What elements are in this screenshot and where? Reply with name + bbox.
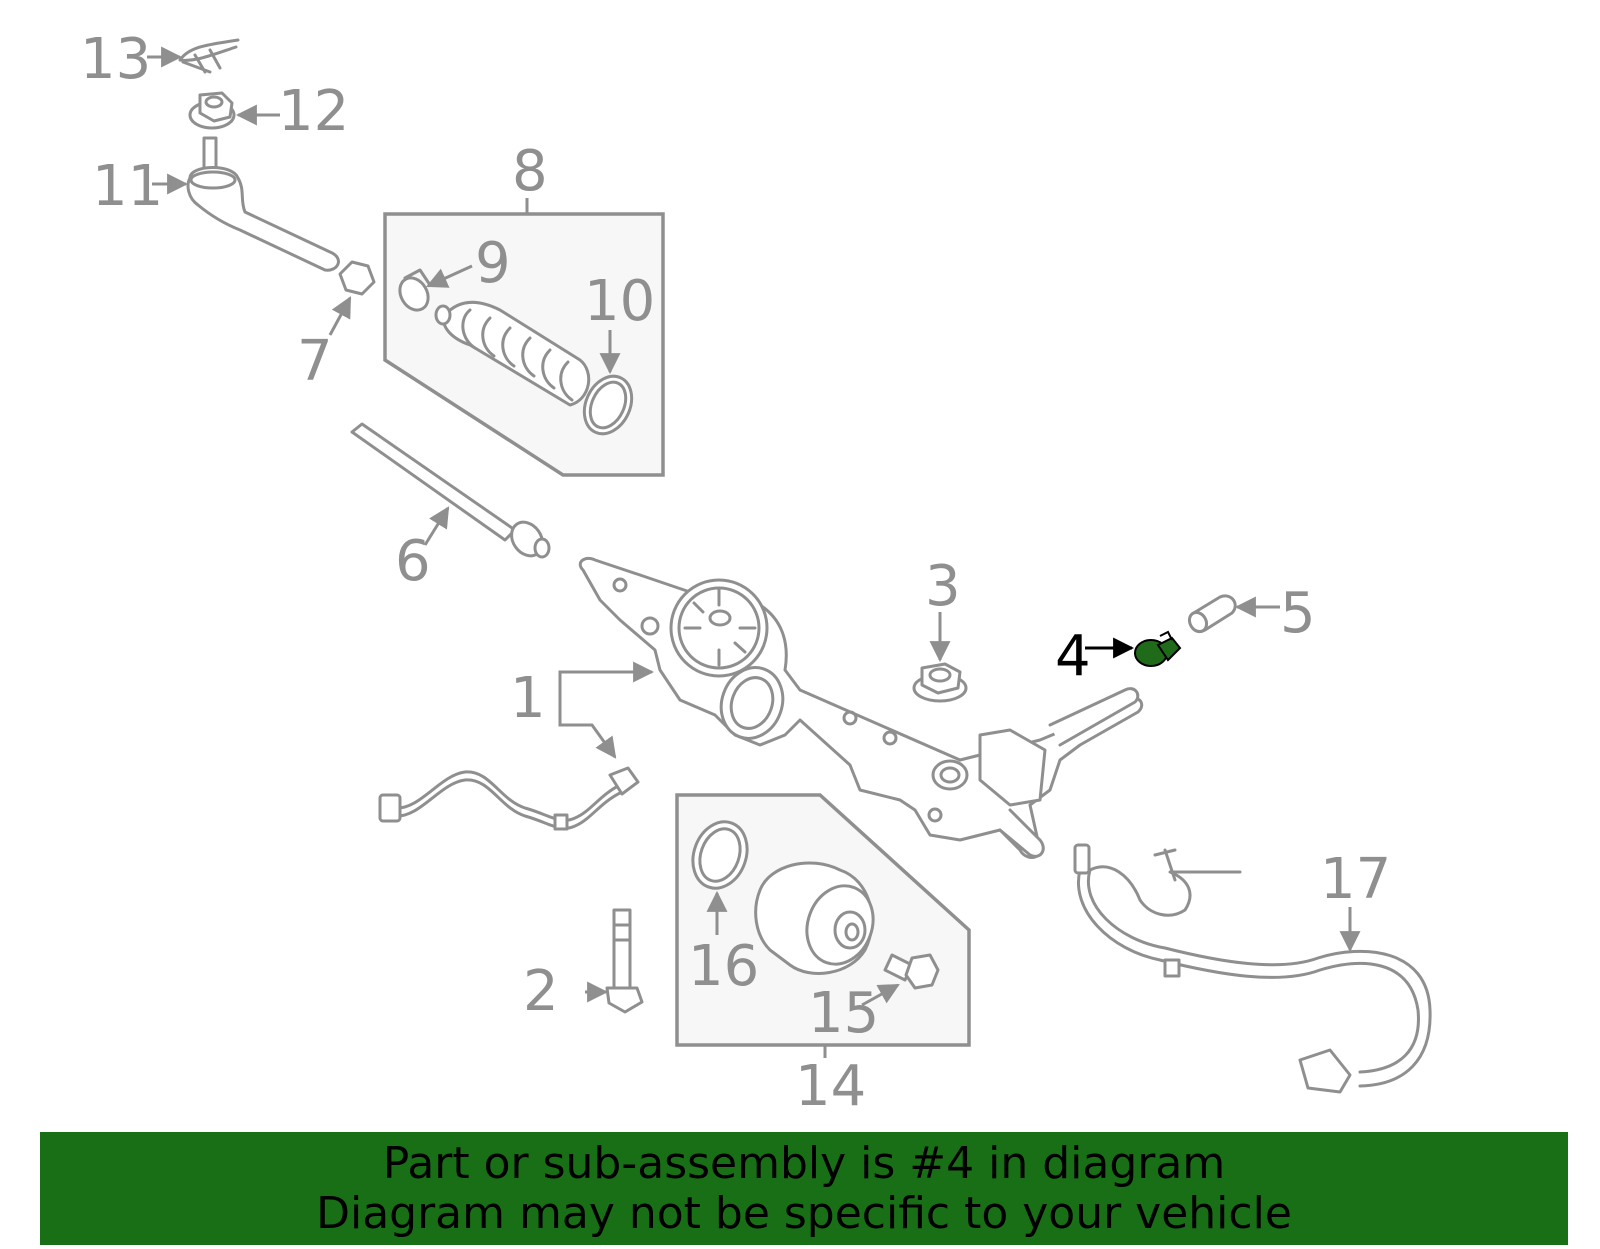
part-11-tie-rod-end	[186, 136, 340, 272]
part-8-boot	[434, 300, 591, 407]
callout-10: 10	[584, 269, 655, 334]
part-1-steering-gear	[578, 556, 1144, 859]
banner-line-part: Part or sub-assembly is #4 in diagram	[382, 1137, 1226, 1189]
callout-5: 5	[1280, 581, 1316, 646]
part-10-ring	[582, 374, 634, 436]
part-16-o-ring	[691, 820, 749, 890]
callout-8: 8	[512, 139, 548, 204]
info-banner: Part or sub-assembly is #4 in diagram Di…	[40, 1132, 1568, 1245]
callout-12: 12	[278, 79, 349, 144]
part-6-inner-tie-rod	[350, 422, 551, 559]
callout-15: 15	[808, 981, 879, 1046]
callout-13: 13	[80, 27, 151, 92]
callout-3: 3	[925, 554, 961, 619]
callout-17: 17	[1320, 847, 1391, 912]
part-5-cap	[1187, 594, 1237, 634]
part-4-highlighted[interactable]	[1134, 630, 1182, 667]
part-12-nut	[188, 91, 236, 130]
part-3-nut	[912, 662, 968, 703]
banner-line-disclaimer: Diagram may not be specific to your vehi…	[316, 1187, 1292, 1239]
callout-11: 11	[92, 154, 163, 219]
callout-2: 2	[523, 959, 559, 1024]
callout-9: 9	[475, 231, 511, 296]
part-13-clip	[178, 38, 240, 74]
callout-4: 4	[1055, 624, 1091, 689]
callout-1: 1	[510, 666, 546, 731]
part-1-harness	[378, 766, 640, 831]
callout-14: 14	[795, 1054, 866, 1119]
part-15-bolt	[883, 953, 940, 990]
callout-16: 16	[688, 934, 759, 999]
part-17-harness	[1073, 843, 1432, 1094]
part-2-bolt	[605, 908, 644, 1014]
callout-7: 7	[297, 329, 333, 394]
part-14-motor	[754, 861, 875, 975]
callout-6: 6	[395, 529, 431, 594]
part-7-jam-nut	[338, 260, 376, 296]
